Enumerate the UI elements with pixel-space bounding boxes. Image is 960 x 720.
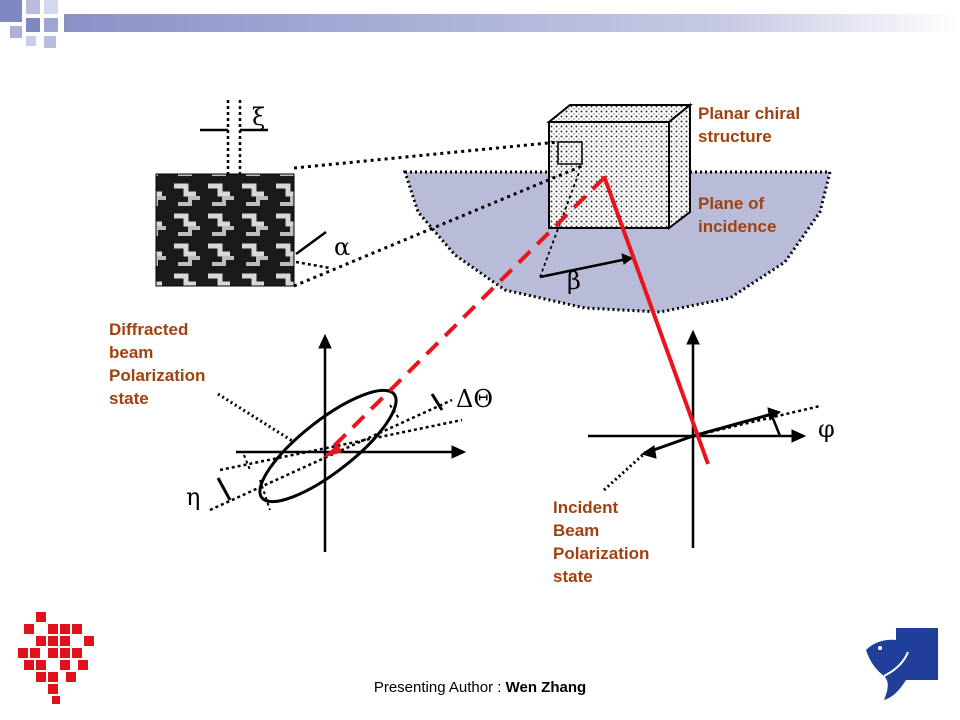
- eta-symbol: η: [186, 483, 201, 511]
- footer-author-name: Wen Zhang: [505, 679, 587, 696]
- chiral-pattern-image: [155, 173, 295, 287]
- plane-incidence-label: Plane of incidence: [698, 192, 776, 238]
- plane-of-incidence: [402, 170, 832, 314]
- planar-chiral-line-1: Planar chiral: [698, 104, 801, 123]
- footer: Presenting Author : Wen Zhang: [0, 679, 960, 696]
- beta-symbol: β: [567, 267, 581, 295]
- xi-symbol: ξ: [252, 103, 266, 131]
- incident-line-4: state: [553, 567, 593, 586]
- diffracted-label: Diffracted beam Polarization state: [109, 318, 205, 410]
- incident-beam: [602, 175, 710, 465]
- red-pixel-logo-icon: [18, 612, 94, 704]
- incident-label: Incident Beam Polarization state: [553, 496, 649, 588]
- planar-chiral-structure-block: [546, 102, 693, 231]
- planar-chiral-line-2: structure: [698, 127, 772, 146]
- dolphin-logo-icon: [866, 628, 938, 700]
- incident-pointer: [602, 450, 648, 492]
- plane-incidence-line-1: Plane of: [698, 194, 765, 213]
- diffracted-line-4: state: [109, 389, 149, 408]
- eta-marker: [216, 477, 232, 501]
- header-bar: [64, 14, 960, 32]
- incident-line-3: Polarization: [553, 544, 650, 563]
- incident-line-1: Incident: [553, 498, 619, 517]
- footer-prefix: Presenting Author :: [373, 679, 506, 696]
- delta-theta-marker: [430, 393, 444, 411]
- diffracted-beam-arrowhead: [322, 444, 342, 458]
- polarization-ellipse: [258, 388, 398, 504]
- phi-symbol: φ: [818, 415, 835, 443]
- projection-lines: [293, 140, 583, 288]
- delta-theta-symbol: ΔΘ: [456, 385, 494, 413]
- planar-chiral-label: Planar chiral structure: [698, 102, 800, 148]
- diffracted-pointer: [217, 392, 295, 444]
- incident-line-2: Beam: [553, 521, 600, 540]
- plane-incidence-line-2: incidence: [698, 217, 777, 236]
- diffracted-line-3: Polarization: [109, 366, 206, 385]
- diffracted-beam: [328, 176, 606, 452]
- beta-angle-marker: [539, 169, 634, 279]
- alpha-symbol: α: [334, 233, 351, 261]
- diffracted-line-2: beam: [109, 343, 154, 362]
- xi-spacing-markers: [200, 100, 268, 174]
- incident-axes: [588, 329, 821, 548]
- alpha-angle-marker: [295, 230, 331, 270]
- diffracted-line-1: Diffracted: [109, 320, 189, 339]
- header-squares-icon: [0, 0, 58, 48]
